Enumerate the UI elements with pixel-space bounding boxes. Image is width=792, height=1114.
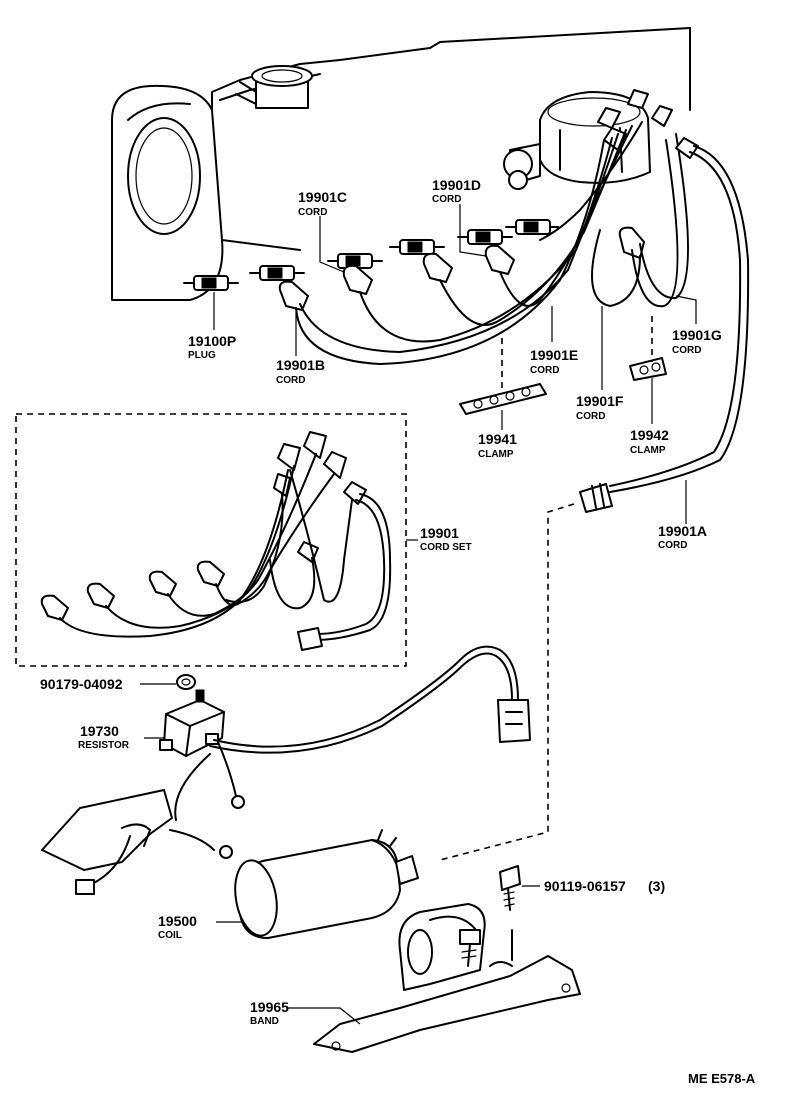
label-19901A: 19901A CORD [658, 523, 707, 551]
label-90119-06157: 90119-06157 (3) [544, 878, 665, 894]
label-19901F: 19901F CORD [576, 393, 624, 422]
part-number-19901E: 19901E [530, 347, 578, 363]
nut-90179-04092[interactable] [176, 674, 196, 690]
label-19901D: 19901D CORD [432, 177, 481, 205]
spark-plug-cords[interactable] [278, 121, 750, 513]
spark-plug-5[interactable] [457, 229, 513, 245]
part-name-19100P: PLUG [188, 350, 216, 361]
resistor-19730[interactable] [159, 689, 245, 821]
part-number-19965: 19965 [250, 999, 289, 1015]
diagram-reference-code: ME E578-A [688, 1071, 756, 1086]
coil-cord-connection-line [439, 503, 575, 861]
part-number-19901B: 19901B [276, 357, 325, 373]
part-number-19901F: 19901F [576, 393, 624, 409]
part-name-19901A: CORD [658, 540, 687, 551]
clamp-19941[interactable] [459, 383, 547, 415]
spark-plug-2[interactable] [249, 265, 305, 281]
part-name-19942: CLAMP [630, 445, 666, 456]
label-19941: 19941 CLAMP [478, 431, 517, 460]
part-number-90119-06157: 90119-06157 [544, 878, 626, 894]
part-name-19500: COIL [158, 930, 182, 941]
part-number-19730: 19730 [80, 723, 119, 739]
label-19901: 19901 CORD SET [420, 525, 472, 553]
part-name-19941: CLAMP [478, 449, 514, 460]
part-name-19901B: CORD [276, 375, 305, 386]
label-19730: 19730 RESISTOR [78, 723, 130, 751]
label-19901E: 19901E CORD [530, 347, 578, 376]
part-qty-90119-06157: (3) [648, 878, 665, 894]
part-name-19730: RESISTOR [78, 740, 130, 751]
part-number-19942: 19942 [630, 427, 669, 443]
part-name-19901E: CORD [530, 365, 559, 376]
label-19500: 19500 COIL [158, 913, 197, 941]
part-number-19901D: 19901D [432, 177, 481, 193]
coil-band-19965[interactable] [313, 903, 581, 1053]
spark-plug-1[interactable] [183, 275, 239, 291]
label-19901B: 19901B CORD [276, 357, 325, 386]
part-name-19965: BAND [250, 1016, 279, 1027]
bolt-90119-06157[interactable] [499, 865, 521, 911]
part-name-19901C: CORD [298, 207, 327, 218]
label-19901G: 19901G CORD [672, 327, 722, 356]
cord-set-illustration[interactable] [40, 431, 392, 651]
ignition-coil-19500[interactable] [230, 829, 419, 939]
spark-plug-6[interactable] [505, 219, 559, 235]
part-number-19901: 19901 [420, 525, 459, 541]
part-number-19941: 19941 [478, 431, 517, 447]
part-number-19901C: 19901C [298, 189, 347, 205]
part-name-19901F: CORD [576, 411, 605, 422]
part-name-19901D: CORD [432, 194, 461, 205]
coil-wiring-harness[interactable] [41, 645, 531, 895]
distributor-illustration [503, 89, 673, 190]
spark-plug-4[interactable] [389, 239, 445, 255]
label-19965: 19965 BAND [250, 999, 289, 1027]
part-name-19901G: CORD [672, 345, 701, 356]
leader-lines [140, 204, 697, 1025]
cord-set-boundary [15, 413, 407, 667]
label-19942: 19942 CLAMP [630, 427, 669, 456]
part-number-90179-04092: 90179-04092 [40, 676, 123, 692]
part-number-19901G: 19901G [672, 327, 722, 343]
part-number-19100P: 19100P [188, 333, 236, 349]
engine-block-illustration [111, 27, 691, 301]
part-name-19901: CORD SET [420, 542, 472, 553]
label-19901C: 19901C CORD [298, 189, 347, 218]
clamp-19942[interactable] [629, 357, 667, 381]
label-19100P: 19100P PLUG [188, 333, 236, 361]
part-number-19901A: 19901A [658, 523, 707, 539]
label-90179-04092: 90179-04092 [40, 676, 123, 692]
part-number-19500: 19500 [158, 913, 197, 929]
